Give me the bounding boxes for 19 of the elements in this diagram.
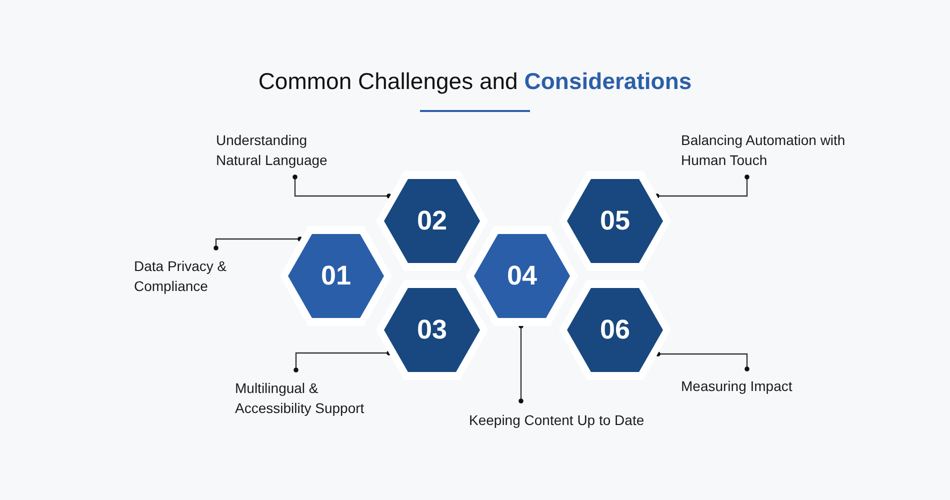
challenge-label: Understanding Natural Language [216, 131, 328, 170]
step-number: 01 [320, 260, 352, 292]
leader-line [214, 236, 302, 250]
challenge-label: Data Privacy & Compliance [134, 257, 228, 296]
heading: Common Challenges and Considerations [257, 68, 693, 95]
challenge-label: Measuring Impact [681, 377, 794, 396]
challenge-label: Keeping Content Up to Date [469, 411, 646, 430]
step-number: 02 [416, 206, 448, 236]
step-number: 05 [598, 206, 632, 236]
leader-line [294, 350, 392, 372]
leader-line [656, 352, 750, 372]
leader-line [292, 174, 392, 198]
leader-line [518, 324, 524, 404]
step-number: 06 [598, 314, 632, 346]
step-number: 03 [416, 314, 448, 346]
step-number: 04 [506, 260, 538, 292]
leader-line [654, 174, 750, 198]
challenge-label: Balancing Automation with Human Touch [681, 131, 846, 170]
challenge-label: Multilingual & Accessibility Support [235, 379, 366, 418]
